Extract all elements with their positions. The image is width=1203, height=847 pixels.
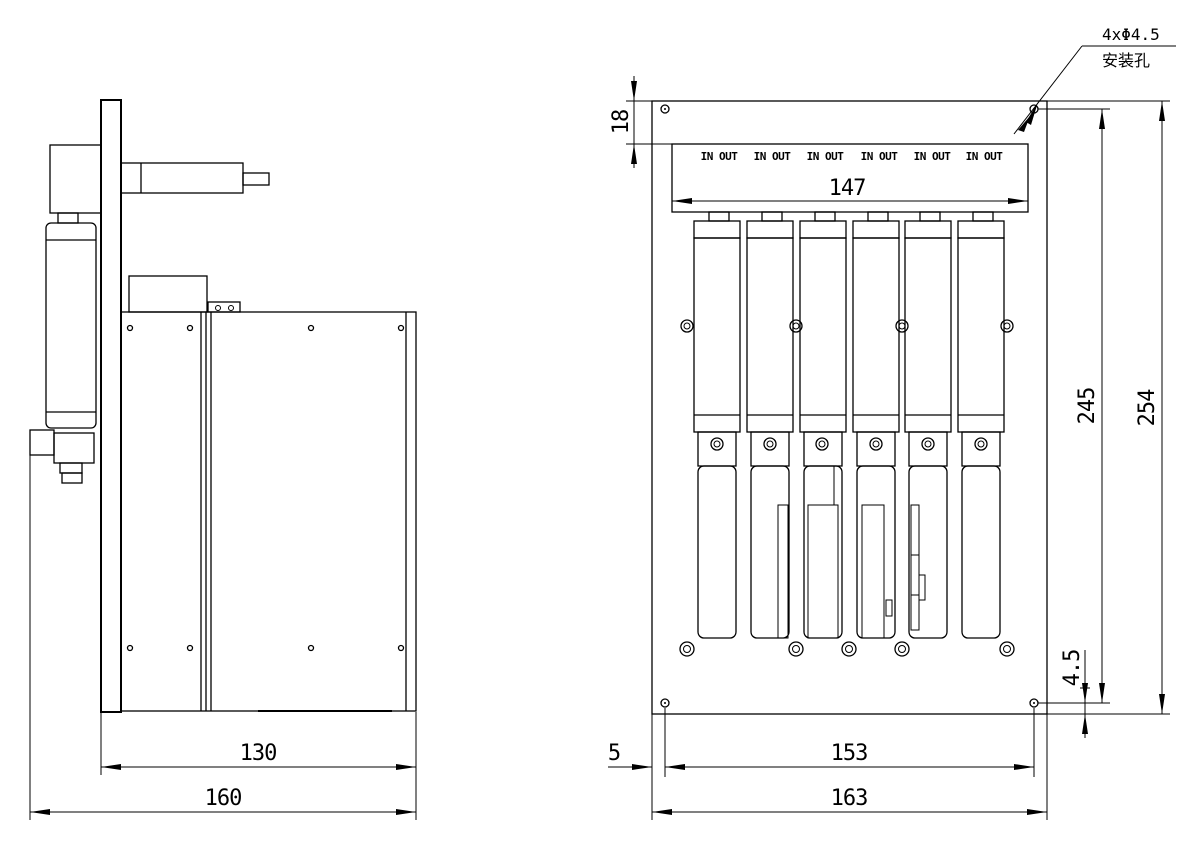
port-header [671,143,1029,213]
port-label-3: IN OUT [807,150,845,163]
front-dim-5: 5 [608,741,652,770]
front-dim-163-label: 163 [831,786,868,811]
front-dim-147-label: 147 [829,176,866,201]
cartridge-4 [852,211,910,657]
front-dim-254-label: 254 [1135,389,1160,426]
port-labels: IN OUT IN OUT IN OUT IN OUT IN OUT IN OU… [701,150,1004,163]
side-dim-130-label: 130 [240,741,277,766]
front-dim-245-label: 245 [1075,388,1100,425]
front-dim-18-label: 18 [609,110,634,135]
cartridge-5 [904,211,952,639]
cartridge-1 [679,211,741,657]
side-screws [126,324,405,652]
side-connector-tip [242,172,270,186]
side-view: 130 160 [29,99,417,820]
hole-callout: 4xΦ4.5 安装孔 [1013,25,1176,135]
cartridge-2 [746,211,804,657]
side-connector-body [120,162,244,194]
side-dim-160-label: 160 [205,786,242,811]
side-top-fitting [49,144,102,214]
side-dim-160: 160 [29,455,417,820]
front-plate [651,100,1048,715]
side-top-box [128,275,208,313]
side-cartridge [45,222,97,429]
front-dim-153: 153 [664,708,1035,777]
side-cartridge-neck [57,212,79,224]
front-dim-18: 18 [609,76,672,168]
port-label-2: IN OUT [754,150,792,163]
hole-note-line1: 4xΦ4.5 [1102,25,1160,44]
cartridge-3 [799,211,857,657]
port-label-5: IN OUT [914,150,952,163]
front-dim-5-label: 5 [608,741,620,766]
front-dim-147: 147 [672,176,1028,204]
side-enclosure [120,311,417,712]
hole-note-line2: 安装孔 [1102,51,1150,70]
port-label-6: IN OUT [966,150,1004,163]
front-dim-254: 254 [1047,100,1170,715]
side-dim-130: 130 [100,712,417,775]
side-bottom-fitting [29,429,55,456]
front-dim-163: 163 [651,714,1048,820]
front-view: IN OUT IN OUT IN OUT IN OUT IN OUT IN OU… [608,25,1176,820]
side-front-plate [100,99,122,713]
port-label-1: IN OUT [701,150,739,163]
cartridge-6 [957,211,1015,657]
front-dim-4-5: 4.5 [1060,650,1090,738]
front-dim-245: 245 [1038,108,1110,704]
front-dim-4-5-label: 4.5 [1060,650,1085,687]
side-top-terminal [207,301,241,313]
front-dim-153-label: 153 [831,741,868,766]
port-label-4: IN OUT [861,150,899,163]
filter-cartridges [679,211,1015,657]
